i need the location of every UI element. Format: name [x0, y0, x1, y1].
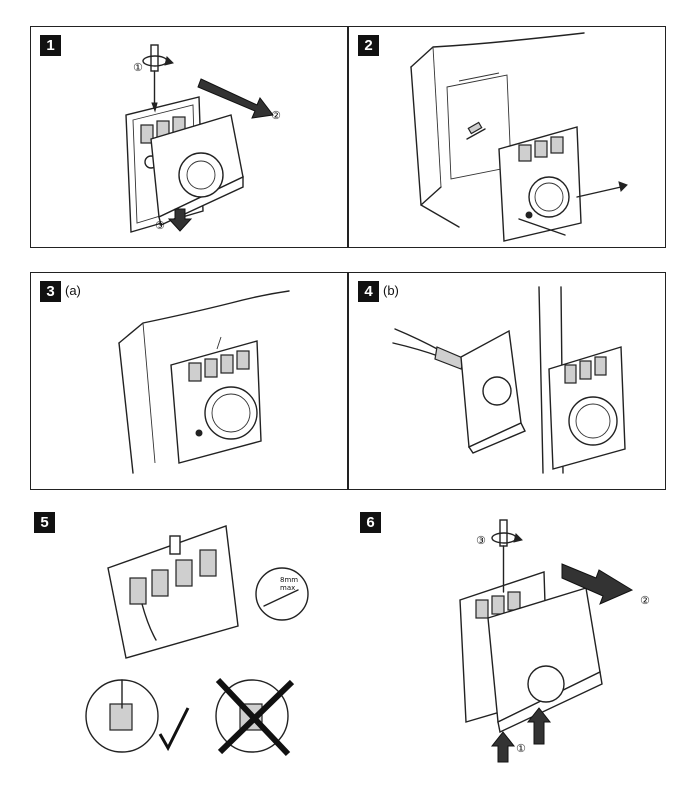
strip-length-magnifier-icon: 8mm max: [255, 567, 309, 621]
step-4-badge: 4: [358, 281, 379, 302]
step-4-illustration: [392, 286, 626, 474]
callout-2: ②: [640, 594, 650, 607]
callout-3: ③: [476, 534, 486, 547]
rotate-arrow-icon: [142, 55, 174, 67]
thermostat-base-plate: [170, 336, 262, 464]
svg-text:8mm: 8mm: [280, 576, 298, 584]
step-1-badge: 1: [40, 35, 61, 56]
step-2-illustration: [410, 32, 628, 242]
screwdriver-icon: [150, 44, 159, 113]
mounting-screw-icon: [518, 181, 628, 236]
step-4-panel: 4 (b): [348, 272, 666, 490]
incorrect-cross-icon: [215, 677, 295, 757]
thermostat-cover: [150, 114, 244, 226]
wall: [118, 290, 290, 474]
thermostat-cover: [460, 329, 526, 454]
step-3-sublabel: (a): [65, 283, 81, 298]
step-1-panel: 1: [30, 26, 348, 248]
wall: [410, 32, 585, 228]
step-3-illustration: [118, 290, 290, 474]
down-arrow-icon: [167, 208, 193, 232]
thermostat-base-plate: [548, 346, 626, 470]
screwdriver-icon: [499, 519, 508, 593]
thermostat-cover: [487, 587, 603, 734]
wall-plug-icon: [466, 121, 486, 140]
thermostat-base-plate: [107, 525, 239, 659]
step-5-badge: 5: [34, 512, 55, 533]
thermostat-base-plate: [498, 126, 582, 242]
pliers-icon: [392, 328, 466, 370]
svg-text:max: max: [280, 584, 295, 592]
callout-1: ①: [133, 61, 143, 74]
up-arrow-icon: [490, 707, 552, 763]
step-6-badge: 6: [360, 512, 381, 533]
rotate-arrow-icon: [491, 532, 523, 544]
step-5-panel: 5 8mm max: [30, 508, 348, 770]
cover-removal-arrow-icon: [197, 78, 274, 119]
step-3-panel: 3 (a): [30, 272, 348, 490]
callout-3: ③: [155, 219, 165, 232]
step-4-sublabel: (b): [383, 283, 399, 298]
step-5-illustration: 8mm max: [85, 525, 309, 757]
step-2-panel: 2: [348, 26, 666, 248]
step-1-illustration: ① ② ③: [125, 44, 281, 233]
cover-attach-arrow-icon: [561, 563, 634, 605]
step-6-panel: 6 ③ ② ①: [348, 508, 666, 770]
step-2-badge: 2: [358, 35, 379, 56]
callout-2: ②: [271, 109, 281, 122]
correct-checkmark-icon: [158, 707, 190, 752]
correct-wiring-detail: [85, 679, 159, 753]
step-6-illustration: ③ ② ①: [459, 519, 650, 763]
callout-1: ①: [516, 742, 526, 755]
step-3-badge: 3: [40, 281, 61, 302]
